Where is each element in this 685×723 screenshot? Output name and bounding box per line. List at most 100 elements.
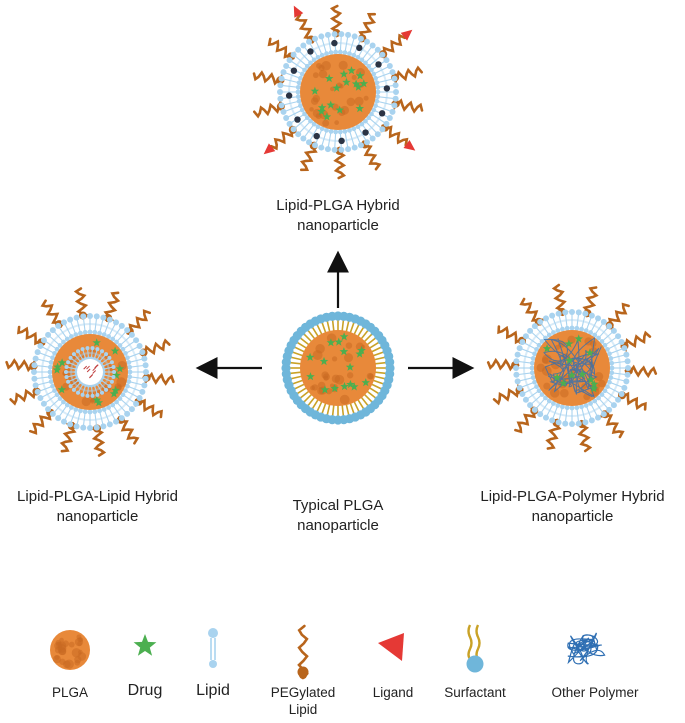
lipid-head [542, 315, 549, 322]
drug-icon [330, 384, 339, 393]
lipid-head [101, 332, 107, 337]
drug-icon [350, 382, 359, 391]
drug-icon [355, 349, 364, 358]
lipid-head [342, 128, 348, 134]
plga-texture [590, 340, 597, 348]
lipid-head [351, 144, 358, 151]
label-line: nanoparticle [297, 517, 379, 534]
plga-texture [354, 96, 364, 106]
lipid-head [602, 342, 608, 348]
lipid-head [76, 349, 80, 354]
lipid-head [560, 404, 565, 410]
lipid-head [621, 384, 628, 391]
lipid-head [364, 139, 370, 146]
drug-icon [339, 347, 349, 356]
plga-texture [594, 372, 604, 382]
lipid-head [333, 49, 339, 55]
lipid-head [359, 121, 365, 127]
label-line: nanoparticle [297, 217, 379, 234]
lipid-head [120, 392, 126, 398]
lipid-head [537, 411, 544, 418]
lipid-head [574, 325, 580, 331]
lipid-head [374, 46, 381, 53]
ion-dot [378, 110, 386, 117]
lipid-head [383, 120, 390, 127]
plga-texture [68, 641, 75, 648]
lipid-head [392, 82, 399, 89]
drug-icon [361, 378, 370, 387]
plga-texture [549, 387, 560, 398]
lipid-head [300, 135, 307, 142]
lipid-head [127, 374, 133, 380]
label-lipid-plga-polymer-hybrid: Lipid-PLGA-Polymer Hybrid nanoparticle [460, 487, 685, 527]
lipid-head [324, 31, 331, 38]
drug-icon [115, 364, 125, 373]
plga-texture [334, 120, 340, 125]
lipid-head [277, 95, 284, 102]
lipid-head [102, 367, 106, 371]
lipid-head [555, 403, 561, 408]
legend-icons [50, 624, 606, 680]
plga-texture [81, 396, 91, 407]
legend-plga-icon [50, 630, 90, 670]
lipid-head [588, 417, 595, 424]
lipid-head [133, 337, 140, 344]
lipid-tail [308, 126, 319, 143]
lipid-head [296, 98, 302, 104]
plga-texture [62, 660, 71, 669]
lipid-head [602, 388, 608, 394]
lipid-head [337, 49, 343, 55]
legend-text: Lipid [288, 702, 318, 717]
lipid-head [71, 352, 76, 357]
lipid-head [347, 127, 352, 133]
lipid-head [34, 349, 41, 356]
lipid-tail [320, 36, 328, 54]
polymer-network [567, 632, 606, 665]
lipid-tail [348, 36, 356, 54]
lipid-head [514, 351, 521, 358]
lipid-head [290, 51, 297, 58]
legend-text: PLGA [51, 685, 89, 700]
lipid-head [516, 345, 523, 352]
ion-dot [362, 129, 369, 136]
lipid-head [68, 384, 73, 389]
lipid-head [71, 387, 76, 392]
lipid-head [337, 129, 343, 135]
drug-icon [586, 375, 596, 384]
legend-text: Ligand [372, 685, 414, 700]
ligand-icon [403, 139, 416, 151]
lipid-head [54, 346, 60, 352]
lipid-head [596, 335, 601, 341]
lipid-head [302, 67, 307, 73]
plga-texture [54, 654, 60, 660]
plga-texture [339, 84, 344, 89]
payload-mark [92, 370, 97, 374]
lipid-head [546, 332, 552, 338]
lipid-head [306, 38, 312, 45]
ligand-icon [378, 633, 404, 661]
lipid-head [369, 67, 374, 73]
lipid-head [37, 342, 44, 349]
lipid-head [583, 403, 589, 408]
lipid-head [118, 322, 125, 329]
drug-icon [317, 106, 326, 116]
plga-texture [366, 372, 374, 380]
lipid-head [582, 310, 589, 317]
peg-anchor [297, 666, 309, 678]
lipid-head [93, 313, 100, 320]
payload-mark [83, 365, 88, 370]
lipid-head [54, 392, 60, 398]
lipid-head [623, 351, 630, 358]
lipid-head [298, 103, 303, 109]
label-lipid-plga-hybrid: Lipid-PLGA Hybrid nanoparticle [238, 196, 438, 236]
lipid-head [90, 346, 95, 351]
lipid-head [80, 392, 85, 397]
plga-texture [310, 97, 319, 105]
drug-icon [320, 385, 330, 394]
lipid-head [114, 339, 119, 345]
lipid-head [84, 383, 88, 387]
lipid-head [560, 326, 565, 332]
payload-mark [94, 364, 99, 369]
lipid-head [308, 118, 313, 124]
lipid-head [85, 393, 90, 398]
